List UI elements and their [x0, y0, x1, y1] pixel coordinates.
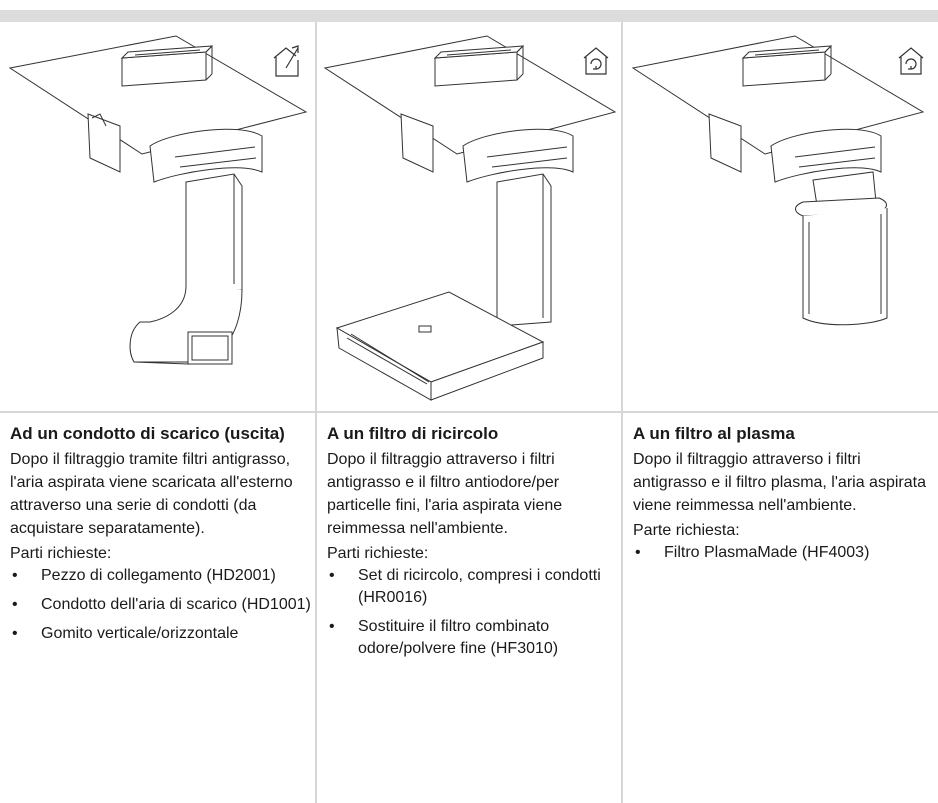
section-description: Dopo il filtraggio attraverso i filtri a…: [327, 451, 563, 537]
bullet: •: [12, 596, 18, 613]
house-recirculation-icon: [582, 46, 610, 76]
parts-label: Parte richiesta:: [633, 522, 740, 539]
part-label: Condotto dell'aria di scarico (HD1001): [41, 596, 311, 613]
house-exhaust-icon: [272, 44, 302, 78]
top-band: [0, 10, 938, 22]
bullet: •: [12, 625, 18, 642]
list-item: • Pezzo di collegamento (HD2001): [10, 565, 311, 587]
parts-label: Parti richieste:: [327, 545, 429, 562]
list-item: • Sostituire il filtro combinato odore/po…: [327, 616, 617, 660]
list-item: • Filtro PlasmaMade (HF4003): [633, 542, 934, 564]
part-label: Pezzo di collegamento (HD2001): [41, 567, 276, 584]
house-recirculation-icon: [897, 46, 925, 76]
parts-label: Parti richieste:: [10, 545, 112, 562]
section-heading: Ad un condotto di scarico (uscita): [10, 424, 285, 443]
bullet: •: [12, 567, 18, 584]
column-text-duct: Ad un condotto di scarico (uscita) Dopo …: [10, 422, 311, 652]
parts-list: • Pezzo di collegamento (HD2001) • Condott…: [10, 565, 311, 645]
part-label: Set di ricircolo, compresi i condotti (H…: [358, 567, 601, 606]
column-recirculation-filter: A un filtro di ricircolo Dopo il filtrag…: [317, 22, 623, 803]
section-heading: A un filtro di ricircolo: [327, 424, 499, 443]
bullet: •: [329, 618, 335, 635]
part-label: Filtro PlasmaMade (HF4003): [664, 544, 870, 561]
bullet: •: [329, 567, 335, 584]
part-label: Gomito verticale/orizzontale: [41, 625, 239, 642]
column-text-recirculation: A un filtro di ricircolo Dopo il filtrag…: [327, 422, 617, 667]
illustration-recirculation-filter: [317, 22, 621, 413]
list-item: • Gomito verticale/orizzontale: [10, 623, 311, 645]
part-label: Sostituire il filtro combinato odore/pol…: [358, 618, 559, 657]
parts-list: • Set di ricircolo, compresi i condotti (…: [327, 565, 617, 660]
list-item: • Condotto dell'aria di scarico (HD1001): [10, 594, 311, 616]
column-plasma-filter: A un filtro al plasma Dopo il filtraggio…: [623, 22, 938, 803]
parts-list: • Filtro PlasmaMade (HF4003): [633, 542, 934, 564]
section-heading: A un filtro al plasma: [633, 424, 795, 443]
illustration-duct-exhaust: [0, 22, 315, 413]
list-item: • Set di ricircolo, compresi i condotti (…: [327, 565, 617, 609]
section-description: Dopo il filtraggio tramite filtri antigr…: [10, 451, 293, 537]
illustration-plasma-filter: [623, 22, 938, 413]
column-text-plasma: A un filtro al plasma Dopo il filtraggio…: [633, 422, 934, 571]
section-description: Dopo il filtraggio attraverso i filtri a…: [633, 451, 926, 514]
column-duct: Ad un condotto di scarico (uscita) Dopo …: [0, 22, 317, 803]
bullet: •: [635, 544, 641, 561]
